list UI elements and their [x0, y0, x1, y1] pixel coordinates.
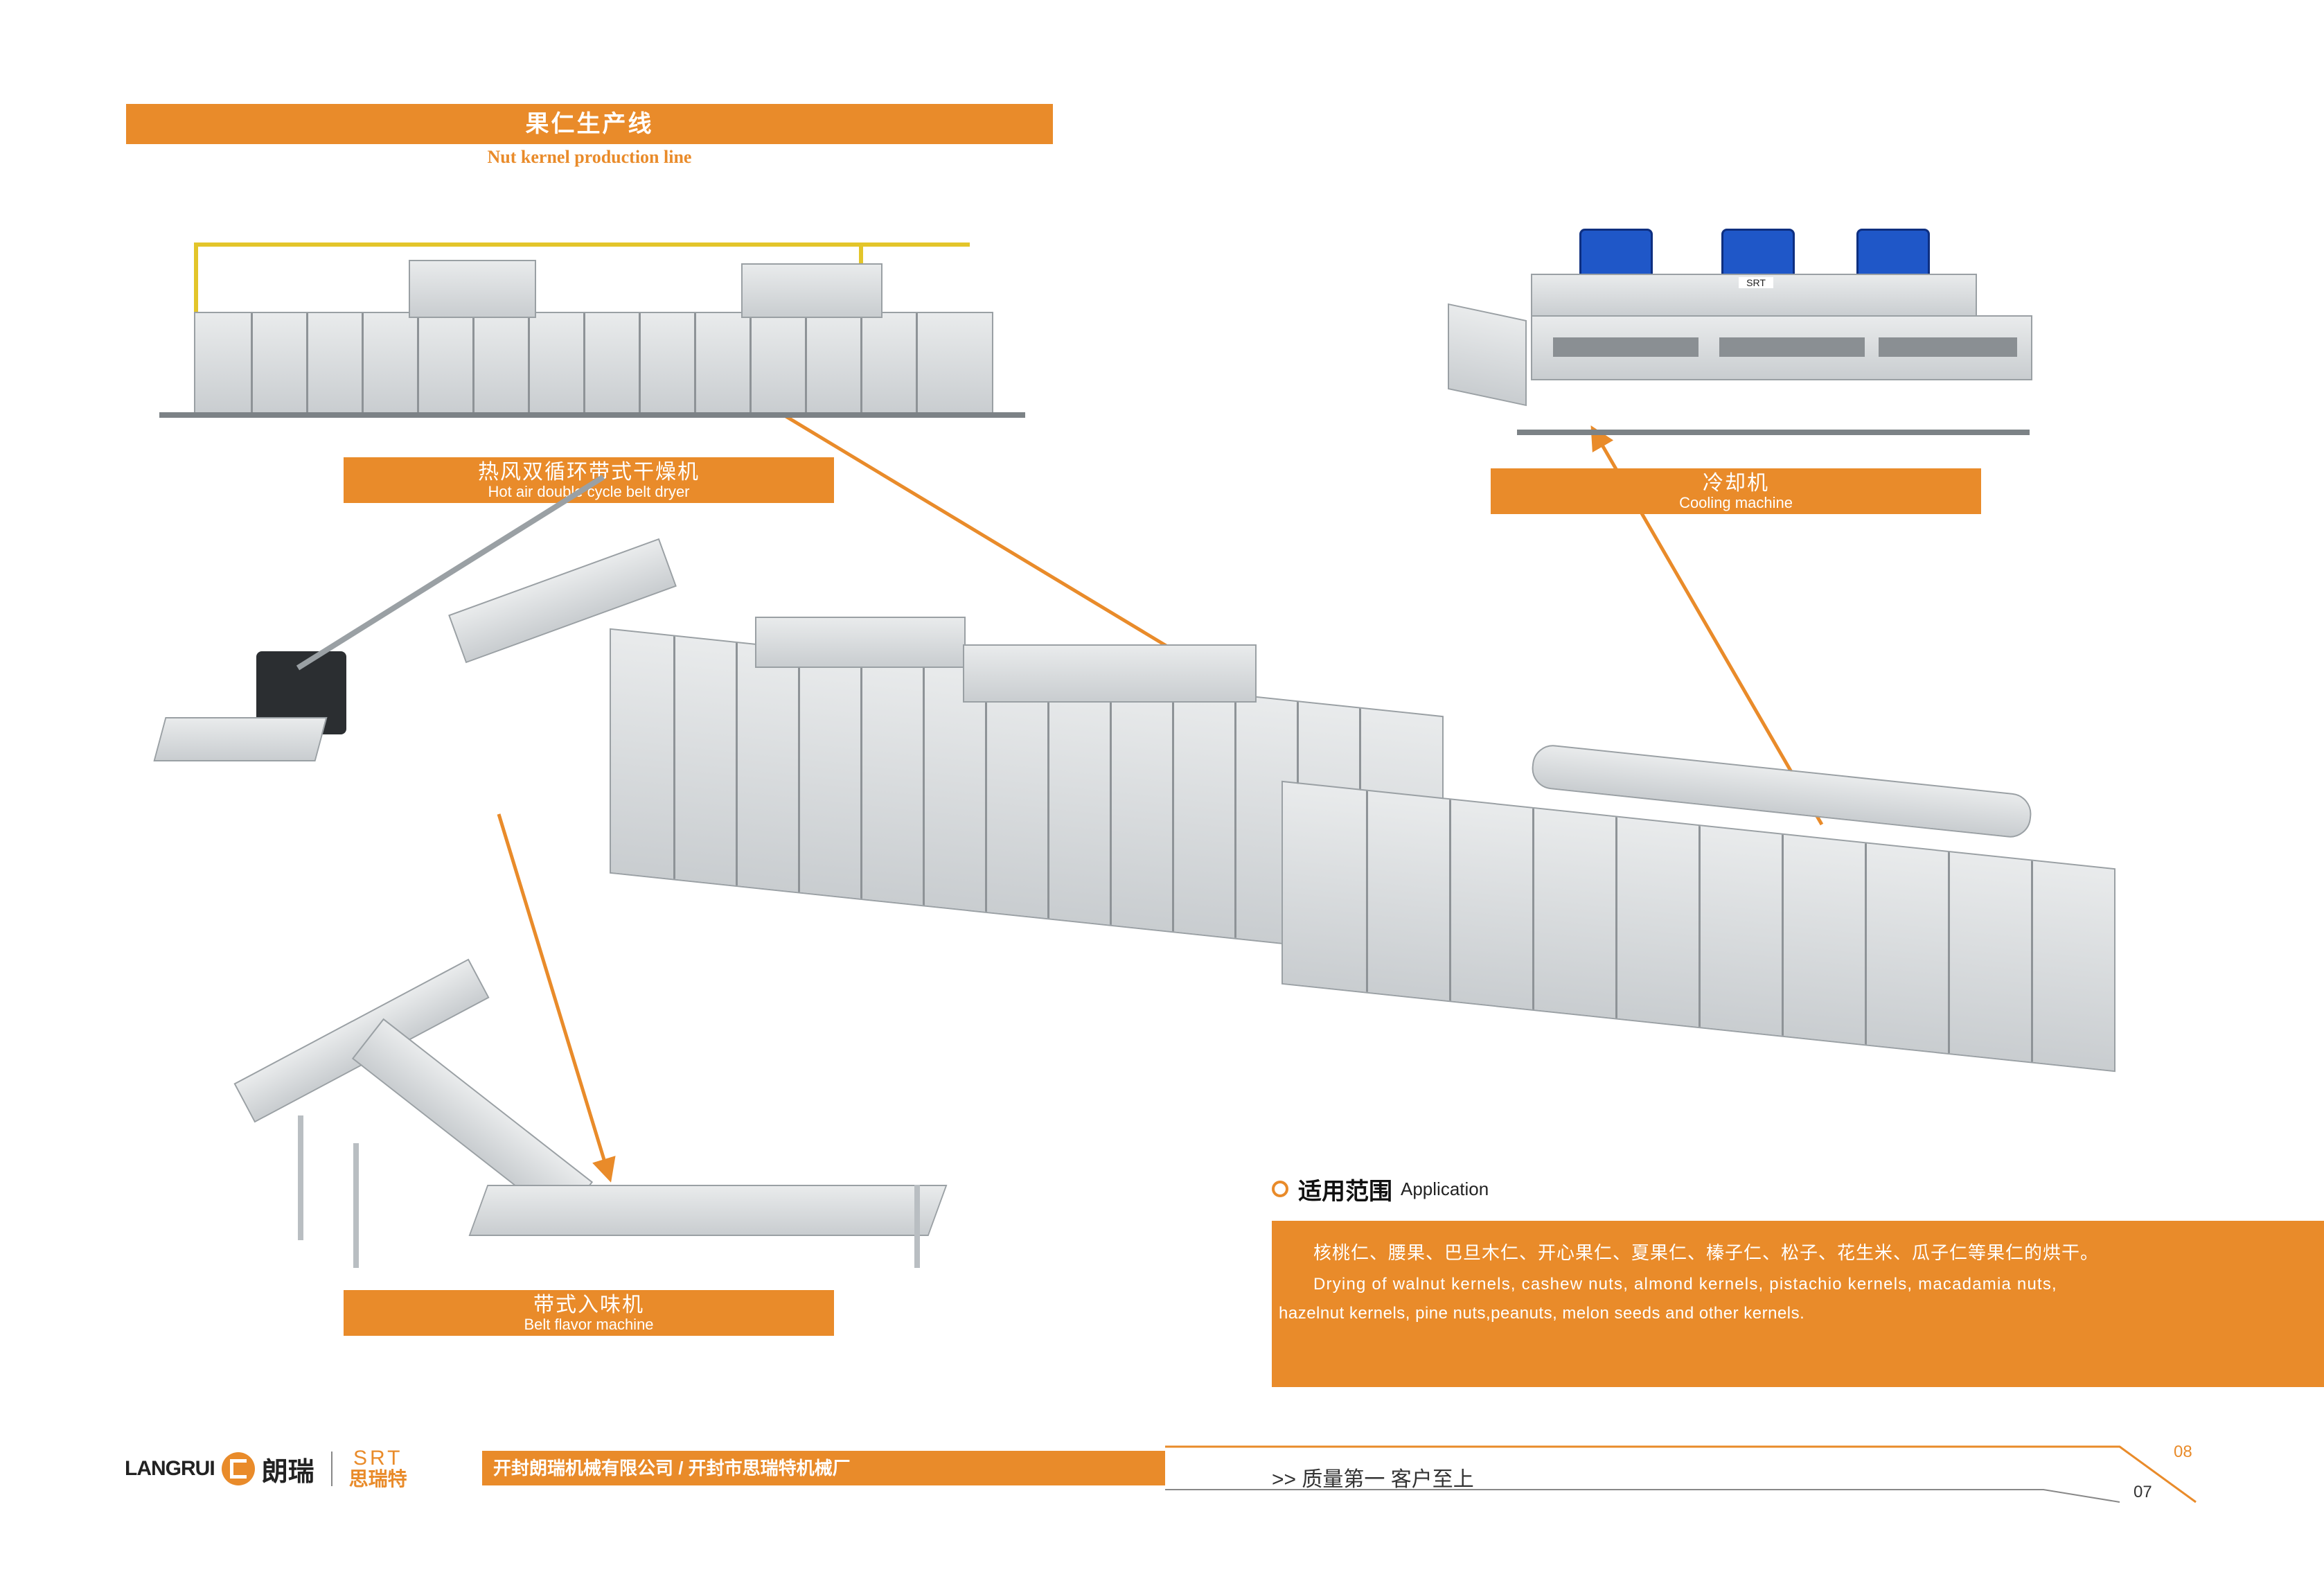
blower-icon	[1721, 229, 1795, 278]
arrow-flavor	[497, 813, 616, 1183]
production-line-image	[153, 475, 2154, 1136]
application-heading: 适用范围 Application	[1272, 1175, 1489, 1205]
page-number-left: 07	[2134, 1483, 2152, 1501]
cooler-image: SRT	[1448, 222, 2032, 464]
application-text-en-2: hazelnut kernels, pine nuts,peanuts, mel…	[1279, 1304, 1805, 1323]
arrow-dryer	[723, 378, 1200, 667]
application-text-en-1: Drying of walnut kernels, cashew nuts, a…	[1313, 1275, 2057, 1294]
flavor-label-en: Belt flavor machine	[524, 1316, 654, 1333]
title-zh: 果仁生产线	[525, 111, 654, 137]
cooler-label-en: Cooling machine	[1679, 494, 1793, 511]
footer-slogan: >> 质量第一 客户至上	[1272, 1468, 1474, 1491]
machine-plate: SRT	[1739, 277, 1773, 288]
flavor-label: 带式入味机 Belt flavor machine	[344, 1290, 834, 1336]
dryer-label-zh: 热风双循环带式干燥机	[478, 461, 700, 484]
footer-brand: LANGRUI 朗瑞 SRT 思瑞特	[125, 1448, 407, 1490]
srt-latin: SRT	[353, 1447, 403, 1470]
cooler-label: 冷却机 Cooling machine	[1491, 468, 1981, 514]
flavor-machine-image	[215, 958, 949, 1268]
footer-companies: 开封朗瑞机械有限公司 / 开封市思瑞特机械厂	[493, 1458, 851, 1479]
footer-company-bar: 开封朗瑞机械有限公司 / 开封市思瑞特机械厂	[482, 1451, 1165, 1485]
srt-logo: SRT 思瑞特	[349, 1448, 407, 1490]
langrui-logo-icon	[221, 1452, 255, 1485]
footer-divider	[330, 1452, 332, 1486]
circle-bullet-icon	[1272, 1181, 1288, 1197]
langrui-zh: 朗瑞	[261, 1457, 314, 1487]
application-box: 核桃仁、腰果、巴旦木仁、开心果仁、夏果仁、榛子仁、松子、花生米、瓜子仁等果仁的烘…	[1272, 1221, 2324, 1387]
application-text-zh: 核桃仁、腰果、巴旦木仁、开心果仁、夏果仁、榛子仁、松子、花生米、瓜子仁等果仁的烘…	[1313, 1242, 2100, 1263]
page-number-right: 08	[2174, 1443, 2192, 1461]
srt-zh: 思瑞特	[348, 1468, 407, 1490]
title-en: Nut kernel production line	[487, 147, 692, 167]
langrui-wordmark: LANGRUI	[125, 1457, 215, 1480]
title-bar: 果仁生产线	[126, 104, 1053, 144]
flavor-label-zh: 带式入味机	[533, 1294, 644, 1316]
dryer-image	[152, 242, 1053, 423]
application-heading-en: Application	[1401, 1178, 1489, 1199]
application-heading-zh: 适用范围	[1298, 1178, 1392, 1205]
cooler-label-zh: 冷却机	[1703, 472, 1769, 495]
